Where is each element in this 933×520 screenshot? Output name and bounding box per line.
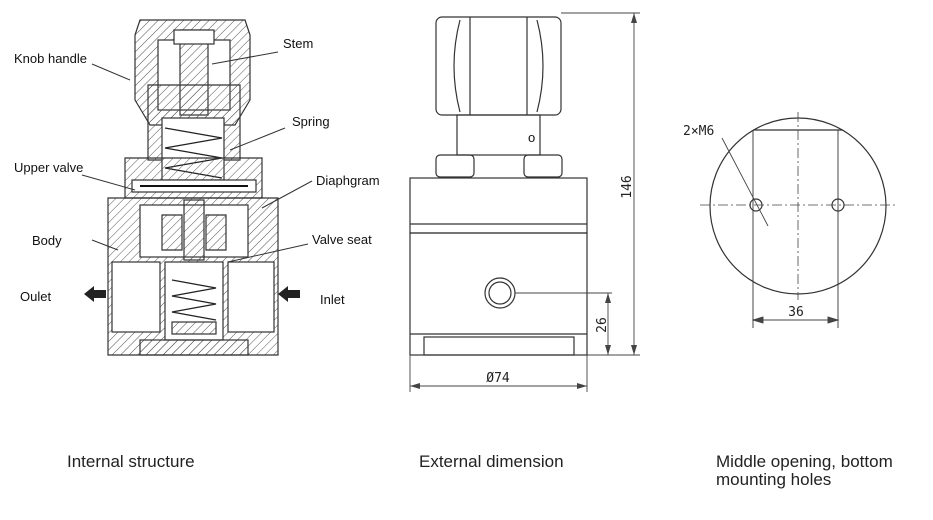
height-dimension: 146 [620,175,635,198]
upper-valve-label: Upper valve [14,160,83,175]
internal-structure-caption: Internal structure [67,452,195,471]
diameter-dimension: Ø74 [486,371,510,386]
external-dimension-caption: External dimension [419,452,564,471]
bottom-dimension-lines [721,137,840,324]
body-marking: o [528,130,535,145]
inlet-arrow [278,286,300,302]
hole-spec-label: 2×M6 [683,124,714,139]
spring-label: Spring [292,114,330,129]
diaphragm-label: Diaphgram [316,173,380,188]
valve-seat-label: Valve seat [312,232,372,247]
port-height-dimension: 26 [595,317,610,333]
stem-label: Stem [283,36,313,51]
internal-leader-lines [81,51,313,263]
dimension-arrowheads [410,13,637,389]
internal-structure-drawing [107,19,279,356]
body-label: Body [32,233,62,248]
bottom-view-caption: Middle opening, bottom mounting holes [716,453,893,489]
bottom-caption-line2: mounting holes [716,470,832,489]
external-dimension-lines [409,12,640,392]
hole-spacing-dimension: 36 [788,305,804,320]
outlet-arrow [84,286,106,302]
inlet-label: Inlet [320,292,345,307]
external-view-drawing [409,16,588,356]
outlet-label: Oulet [20,289,51,304]
bottom-centerlines [700,112,895,300]
knob-handle-label: Knob handle [14,51,87,66]
bottom-caption-line1: Middle opening, bottom [716,452,893,471]
